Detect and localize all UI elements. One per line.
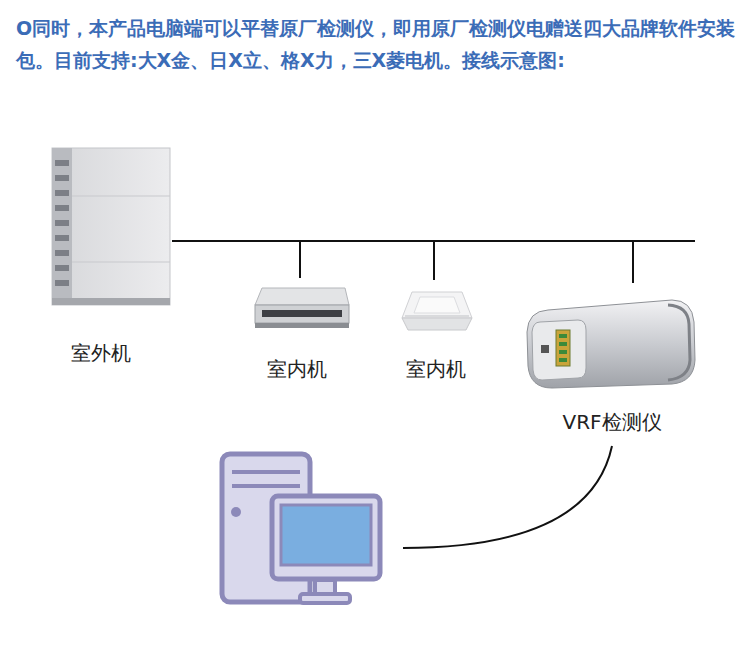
usb-cable bbox=[403, 446, 612, 548]
device-label: 室内机 bbox=[386, 356, 486, 383]
device-node: VRF检测仪 bbox=[527, 283, 697, 436]
outdoor-unit-illustration bbox=[52, 148, 170, 305]
device-node: 室内机 bbox=[247, 278, 347, 383]
detector-illustration bbox=[527, 300, 695, 388]
diagram-title: O同时，本产品电脑端可以平替原厂检测仪，即用原厂检测仪电赠送四大品牌软件安装包。… bbox=[16, 12, 738, 76]
device-label: 室外机 bbox=[30, 340, 172, 367]
bus-line-end bbox=[633, 240, 695, 242]
device-label: 室内机 bbox=[247, 356, 347, 383]
duct-unit-illustration bbox=[255, 288, 349, 328]
device-node: 室内机 bbox=[386, 280, 486, 383]
device-label: VRF检测仪 bbox=[527, 409, 697, 436]
bus-connector bbox=[172, 241, 300, 278]
device-node: 室外机 bbox=[30, 145, 172, 367]
bus-connector bbox=[172, 241, 434, 280]
bus-connector bbox=[172, 241, 633, 283]
computer-illustration bbox=[222, 454, 380, 603]
cassette-unit-illustration bbox=[402, 292, 472, 330]
